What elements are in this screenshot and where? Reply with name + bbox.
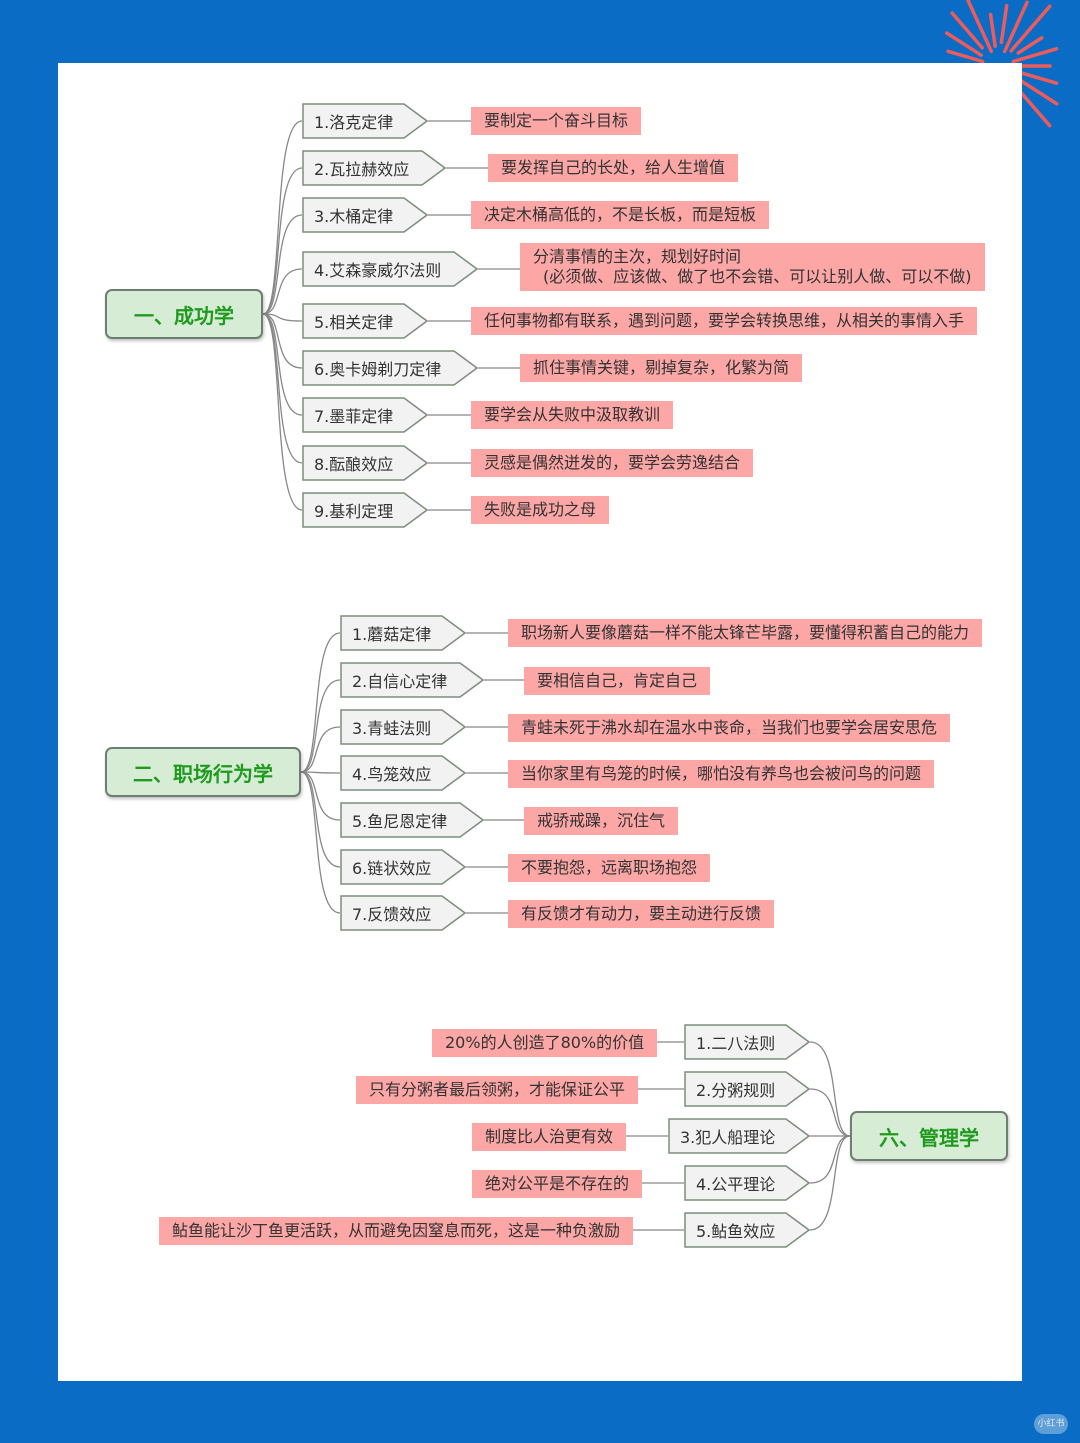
- law-description: 只有分粥者最后领粥，才能保证公平: [356, 1076, 639, 1104]
- law-description: 灵感是偶然迸发的，要学会劳逸结合: [471, 449, 754, 477]
- law-node: 2.瓦拉赫效应: [302, 150, 446, 186]
- law-description: 绝对公平是不存在的: [472, 1170, 643, 1198]
- law-description: 决定木桶高低的，不是长板，而是短板: [471, 201, 770, 229]
- law-node: 2.分粥规则: [684, 1071, 810, 1107]
- law-description: 任何事物都有联系，遇到问题，要学会转换思维，从相关的事情入手: [471, 307, 978, 335]
- connector-lines: [262, 120, 851, 1231]
- law-description: 戒骄戒躁，沉住气: [524, 807, 679, 835]
- law-description: 制度比人治更有效: [472, 1123, 627, 1151]
- root-node-success: 一、成功学: [105, 289, 263, 339]
- description-line: 分清事情的主次，规划好时间: [533, 247, 742, 266]
- law-node: 1.蘑菇定律: [340, 615, 466, 651]
- law-node: 6.奥卡姆剃刀定律: [302, 350, 478, 386]
- law-node: 1.二八法则: [684, 1024, 810, 1060]
- law-description: 要学会从失败中汲取教训: [471, 401, 674, 429]
- law-node: 9.基利定理: [302, 492, 428, 528]
- root-node-management: 六、管理学: [850, 1111, 1008, 1161]
- law-description: 抓住事情关键，剔掉复杂，化繁为简: [520, 354, 803, 382]
- law-node: 8.酝酿效应: [302, 445, 428, 481]
- law-description: 要相信自己，肯定自己: [524, 667, 711, 695]
- law-description: 青蛙未死于沸水却在温水中丧命，当我们也要学会居安思危: [508, 714, 951, 742]
- law-node: 6.链状效应: [340, 849, 466, 885]
- law-node: 5.鲇鱼效应: [684, 1212, 810, 1248]
- law-description: 20%的人创造了80%的价值: [432, 1029, 658, 1057]
- mind-map-card: 一、成功学 二、职场行为学 六、管理学 1.洛克定律 2.瓦拉赫效应 3.木桶定…: [58, 63, 1022, 1381]
- law-node: 2.自信心定律: [340, 662, 484, 698]
- law-node: 5.相关定律: [302, 303, 428, 339]
- watermark: 小红书: [1034, 1414, 1068, 1434]
- law-description: 当你家里有鸟笼的时候，哪怕没有养鸟也会被问鸟的问题: [508, 760, 935, 788]
- law-node: 7.反馈效应: [340, 895, 466, 931]
- law-node: 1.洛克定律: [302, 103, 428, 139]
- law-description: 职场新人要像蘑菇一样不能太锋芒毕露，要懂得积蓄自己的能力: [508, 619, 983, 647]
- law-description: 不要抱怨，远离职场抱怨: [508, 854, 711, 882]
- law-description: 有反馈才有动力，要主动进行反馈: [508, 900, 775, 928]
- law-description: 要制定一个奋斗目标: [471, 107, 642, 135]
- law-description: 鲇鱼能让沙丁鱼更活跃，从而避免因窒息而死，这是一种负激励: [159, 1217, 634, 1245]
- law-node: 4.鸟笼效应: [340, 755, 466, 791]
- law-node: 5.鱼尼恩定律: [340, 802, 484, 838]
- law-node: 3.犯人船理论: [668, 1118, 810, 1154]
- law-description: 要发挥自己的长处，给人生增值: [488, 154, 739, 182]
- law-node: 4.艾森豪威尔法则: [302, 251, 478, 287]
- root-node-workplace: 二、职场行为学: [105, 747, 301, 797]
- law-node: 4.公平理论: [684, 1165, 810, 1201]
- law-node: 3.青蛙法则: [340, 709, 466, 745]
- law-node: 7.墨菲定律: [302, 397, 428, 433]
- law-node: 3.木桶定律: [302, 197, 428, 233]
- law-description: 失败是成功之母: [471, 496, 610, 524]
- description-line: (必须做、应该做、做了也不会错、可以让别人做、可以不做): [543, 267, 972, 286]
- law-description: 分清事情的主次，规划好时间 (必须做、应该做、做了也不会错、可以让别人做、可以不…: [520, 243, 985, 291]
